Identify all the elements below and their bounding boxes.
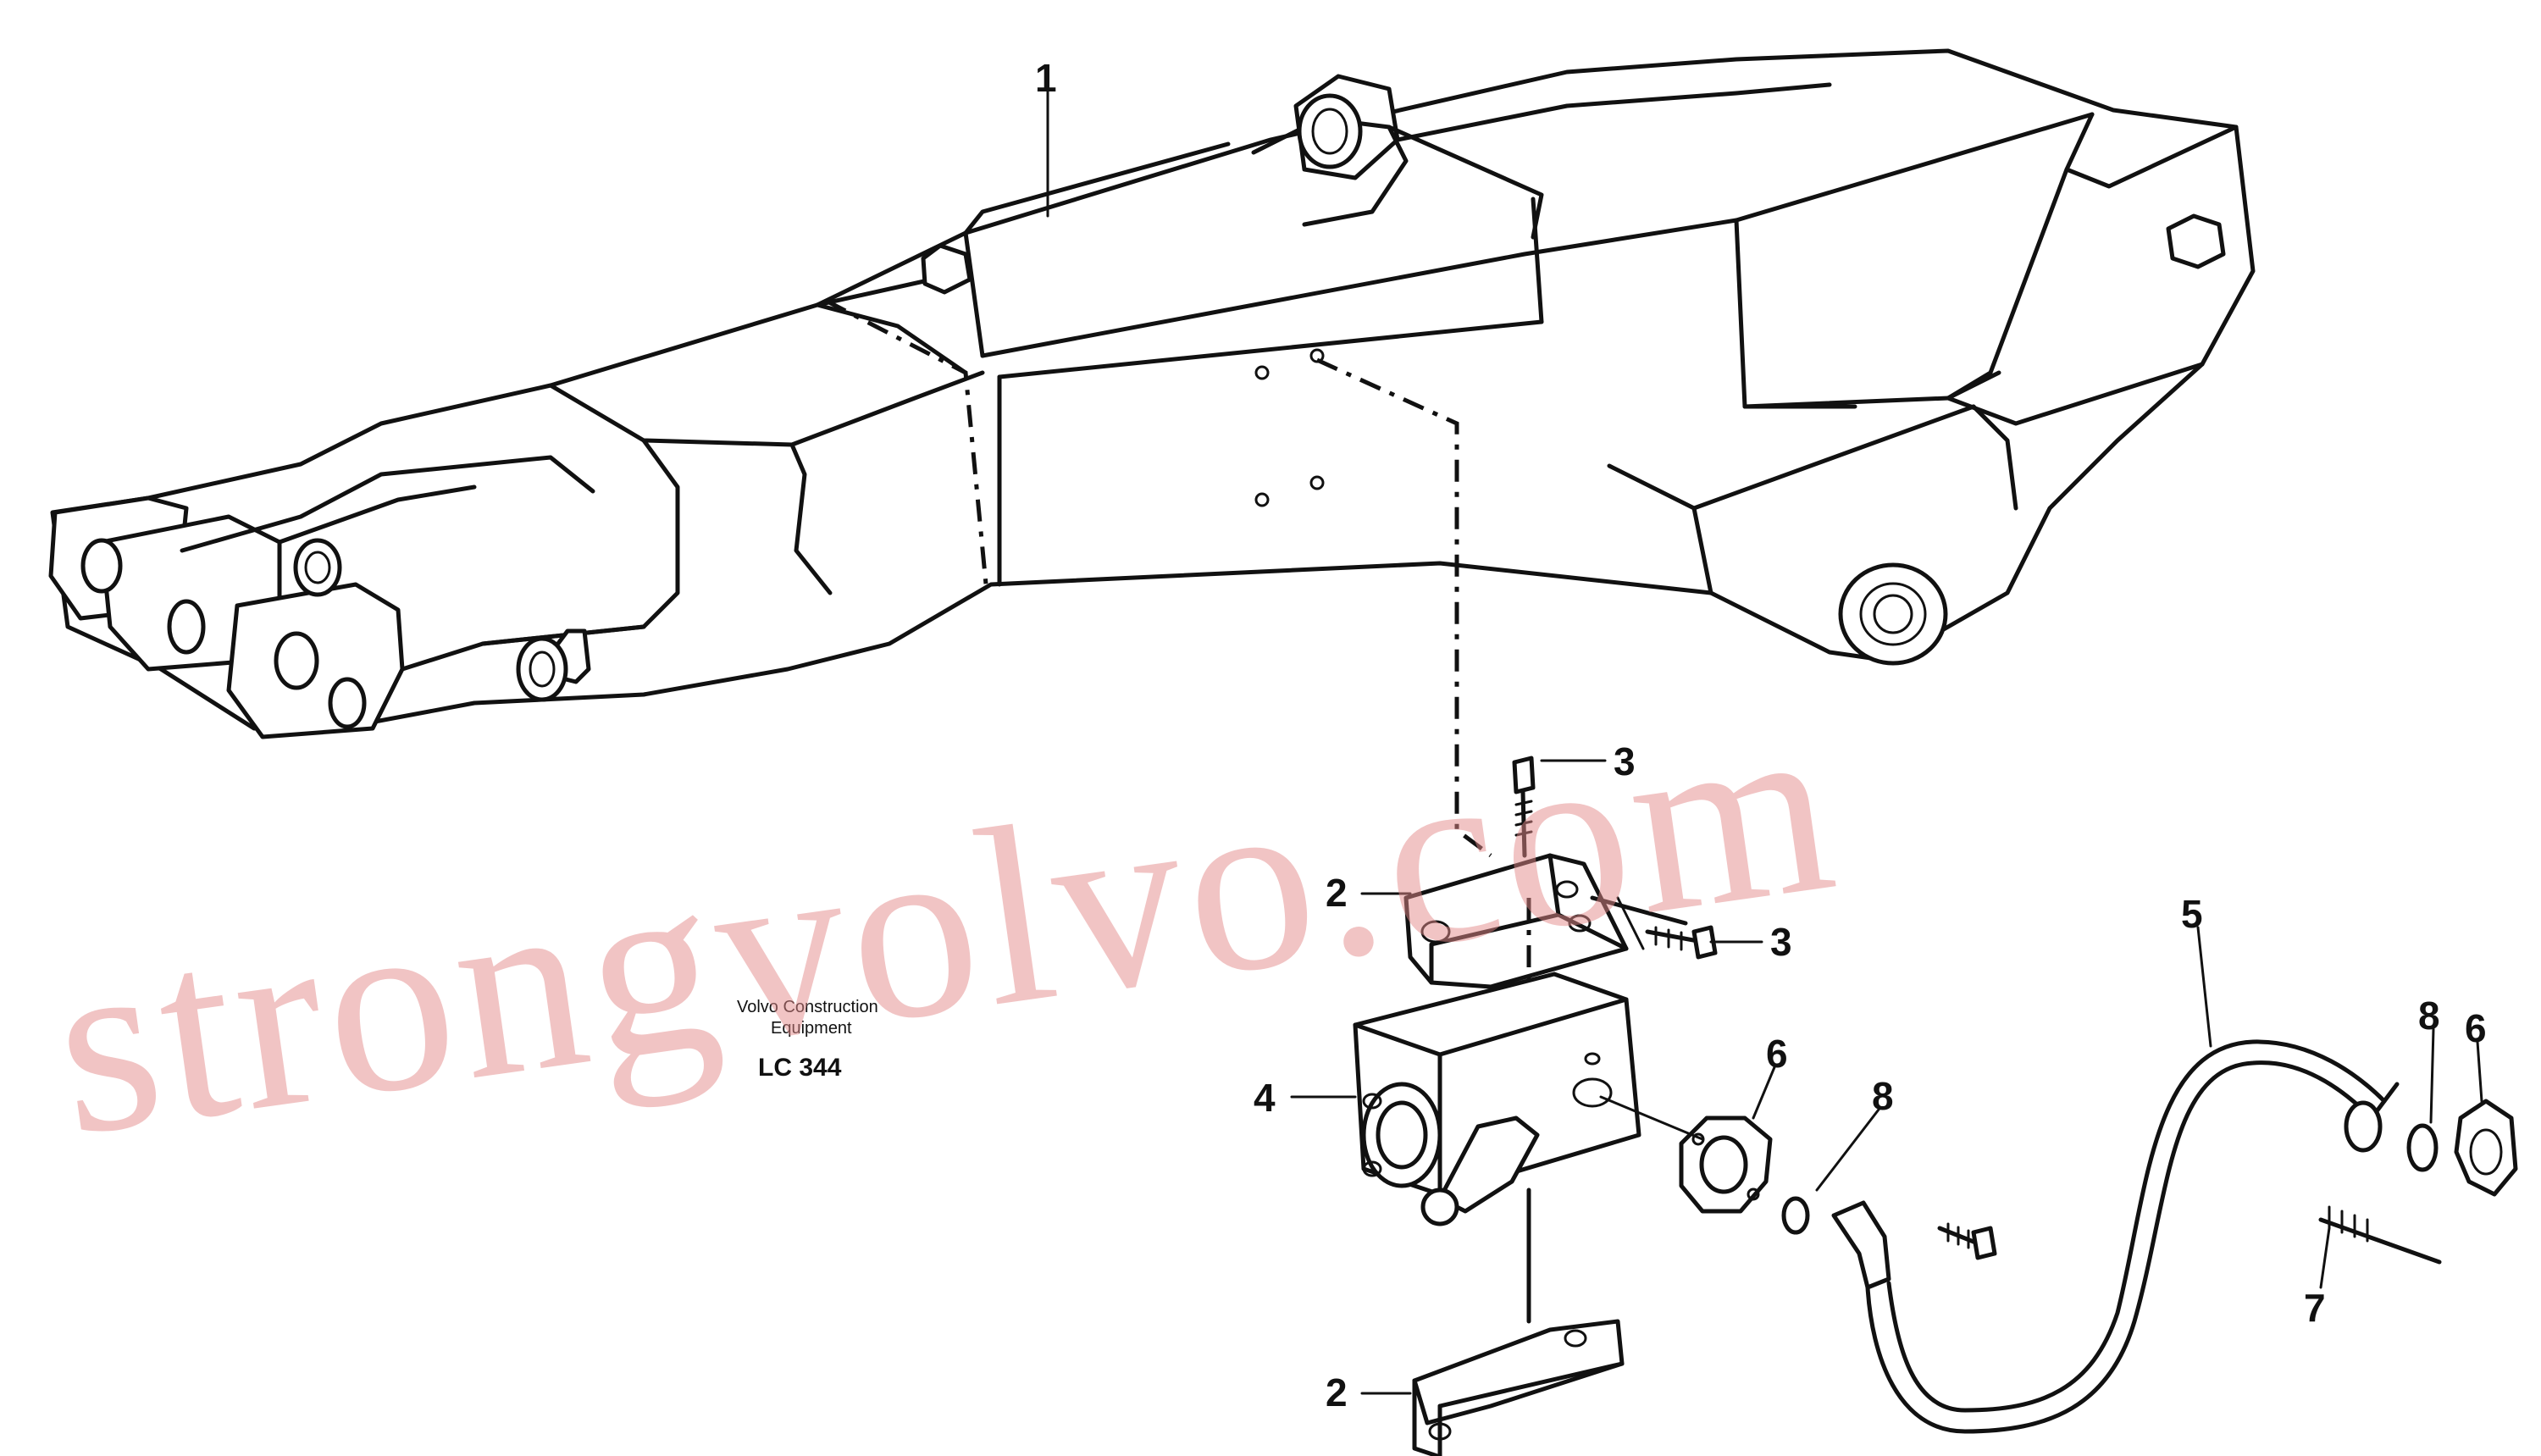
flange-rear bbox=[2318, 1099, 2518, 1265]
callout-2-upper: 2 bbox=[1326, 871, 1348, 915]
callout-1: 1 bbox=[1035, 56, 1057, 100]
callout-8-rear: 8 bbox=[2418, 994, 2440, 1038]
callout-3-lower: 3 bbox=[1770, 920, 1792, 964]
callout-2-lower: 2 bbox=[1326, 1370, 1348, 1414]
brand-line-1: Volvo Construction bbox=[737, 998, 878, 1016]
callout-6-rear: 6 bbox=[2465, 1006, 2487, 1050]
callout-5: 5 bbox=[2181, 892, 2203, 936]
callout-6-front: 6 bbox=[1766, 1032, 1788, 1076]
callout-labels: 1 2 2 3 3 4 5 6 6 7 8 8 bbox=[1035, 56, 2487, 1414]
flange-front bbox=[1599, 1095, 1773, 1214]
callout-7: 7 bbox=[2304, 1286, 2326, 1330]
callout-4: 4 bbox=[1254, 1076, 1276, 1120]
leader-lines bbox=[1046, 90, 2483, 1395]
brand-line-2: Equipment bbox=[771, 1019, 852, 1038]
callout-3-upper: 3 bbox=[1614, 739, 1636, 783]
callout-8-front: 8 bbox=[1872, 1074, 1894, 1118]
screw-vertical bbox=[1512, 756, 1536, 1008]
lower-bracket bbox=[1412, 1319, 1625, 1456]
o-ring-front bbox=[1781, 1196, 1810, 1235]
drawing-code: LC 344 bbox=[758, 1054, 842, 1082]
valve-block bbox=[1353, 972, 1641, 1324]
hose bbox=[1831, 1039, 2400, 1434]
screw-horizontal bbox=[1590, 895, 1718, 960]
boom-arm bbox=[48, 48, 2256, 857]
pin-hole bbox=[80, 93, 1948, 729]
caption: Volvo Construction Equipment LC 344 bbox=[737, 998, 878, 1082]
screw-front-flange bbox=[1937, 1222, 1997, 1260]
upper-bracket bbox=[1403, 853, 1629, 989]
